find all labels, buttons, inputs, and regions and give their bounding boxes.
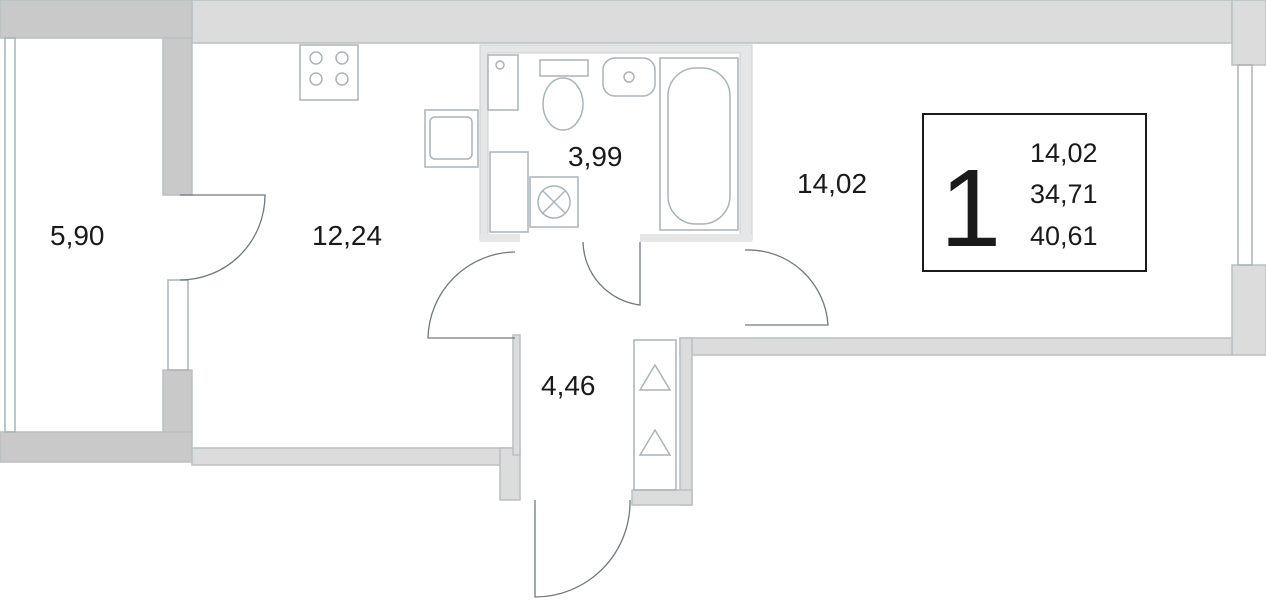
total-area-with-balcony: 40,61 xyxy=(1030,221,1098,251)
boiler-icon xyxy=(487,54,519,111)
bathroom-walls xyxy=(479,44,753,242)
wardrobe-icon xyxy=(633,339,677,491)
kitchen-sink-icon xyxy=(424,109,479,168)
washbasin-icon xyxy=(602,57,656,97)
room-area-living: 14,02 xyxy=(797,168,867,199)
living-area: 14,02 xyxy=(1030,138,1098,168)
windows xyxy=(4,37,1253,433)
room-area-balcony: 5,90 xyxy=(50,220,105,251)
washing-machine-icon xyxy=(489,151,579,233)
walls xyxy=(0,0,1266,506)
rooms-count: 1 xyxy=(940,147,1001,270)
bathtub-icon xyxy=(659,57,739,231)
apartment-info-box: 1 14,02 34,71 40,61 xyxy=(922,113,1147,272)
toilet-icon xyxy=(539,59,589,131)
stove-icon xyxy=(299,44,359,101)
doors xyxy=(179,194,829,598)
room-area-kitchen: 12,24 xyxy=(312,220,382,251)
room-area-hallway: 4,46 xyxy=(541,370,596,401)
room-area-bathroom: 3,99 xyxy=(568,141,623,172)
total-area: 34,71 xyxy=(1030,179,1098,209)
